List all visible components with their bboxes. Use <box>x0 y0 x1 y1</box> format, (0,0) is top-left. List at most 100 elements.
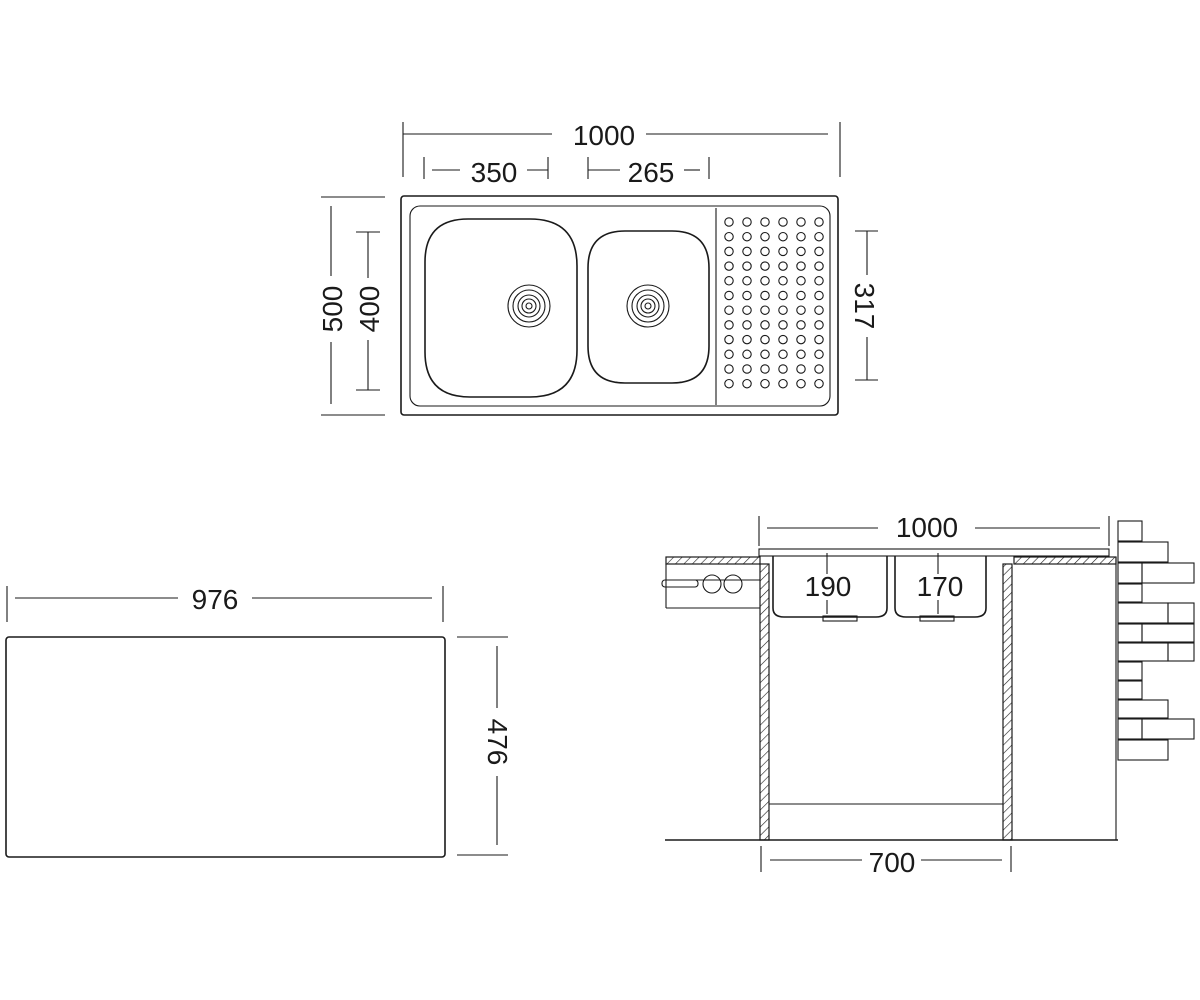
drainer-hole <box>778 231 788 242</box>
cabinet-wall-left <box>759 563 770 841</box>
drainer-hole <box>796 320 806 330</box>
drainer-hole <box>814 276 824 286</box>
drainer-dots <box>724 217 824 389</box>
drainer-hole <box>742 320 752 330</box>
drainer-hole <box>760 378 770 389</box>
drain-small <box>626 284 670 328</box>
drainer-hole <box>724 378 734 389</box>
bowl-large <box>424 218 578 398</box>
drainer-hole <box>724 320 734 330</box>
dim-label: 500 <box>317 286 348 333</box>
drainer-hole <box>814 349 824 360</box>
dim-label: 1000 <box>573 120 635 151</box>
drainer-hole <box>724 364 734 374</box>
dim-label: 400 <box>354 286 385 333</box>
drainer-hole <box>760 334 770 345</box>
drainer-hole <box>742 276 752 286</box>
bowl-small <box>587 230 710 384</box>
drainer-hole <box>724 276 734 286</box>
drainer-hole <box>778 364 788 374</box>
drainer-hole <box>796 231 806 242</box>
drainer-hole <box>778 305 788 315</box>
drainer-hole <box>760 349 770 360</box>
dim-label: 1000 <box>896 512 958 543</box>
dim-cabinet-190: 190 <box>805 553 851 614</box>
dim-label: 976 <box>192 584 239 615</box>
dim-label: 350 <box>471 157 518 188</box>
countertop-left <box>665 556 761 565</box>
knob-icon <box>702 574 722 594</box>
drainer-hole <box>778 217 788 227</box>
dim-label: 317 <box>849 283 880 330</box>
dim-label: 476 <box>482 719 513 766</box>
sink-inner-rim <box>409 205 831 407</box>
drainer-hole <box>814 305 824 315</box>
bowl-section-2 <box>894 556 987 618</box>
bowl-section-1 <box>772 556 888 618</box>
dim-label: 265 <box>628 157 675 188</box>
drainer-hole <box>814 334 824 345</box>
drainer-hole <box>724 217 734 227</box>
dim-top-1000: 1000 <box>402 120 841 177</box>
dim-cabinet-700: 700 <box>760 846 1012 878</box>
sink-flange <box>758 548 1110 557</box>
drainer-hole <box>814 217 824 227</box>
drainer-hole <box>778 290 788 301</box>
drainer-hole <box>778 378 788 389</box>
drainer-hole <box>760 246 770 257</box>
drainer-hole <box>760 276 770 286</box>
drainer-hole <box>814 364 824 374</box>
drainer-hole <box>742 378 752 389</box>
drainer-hole <box>814 231 824 242</box>
sink-top-view: 1000 350 265 500 <box>317 120 880 416</box>
drainer-hole <box>760 261 770 271</box>
dim-cabinet-170: 170 <box>917 553 964 614</box>
drainer-hole <box>724 334 734 345</box>
drainer-hole <box>796 290 806 301</box>
drainer-hole <box>796 305 806 315</box>
cutout-outline <box>5 636 446 858</box>
drainer-hole <box>742 261 752 271</box>
drainer-hole <box>742 246 752 257</box>
drainer-hole <box>778 334 788 345</box>
drainer-hole <box>724 349 734 360</box>
dim-top-317: 317 <box>849 230 880 381</box>
dim-top-500: 500 <box>317 196 385 416</box>
dim-top-265: 265 <box>587 157 710 188</box>
drainer-hole <box>814 261 824 271</box>
drainer-hole <box>778 246 788 257</box>
dim-cutout-width: 976 <box>6 584 444 622</box>
drainer-hole <box>760 231 770 242</box>
drainer-hole <box>724 246 734 257</box>
drainer-hole <box>778 276 788 286</box>
drainer-hole <box>796 378 806 389</box>
cabinet-section: 1000 190 170 700 <box>661 512 1195 878</box>
drainer-hole <box>724 261 734 271</box>
dim-cabinet-1000: 1000 <box>758 512 1110 546</box>
drainer-hole <box>796 261 806 271</box>
brick-wall <box>1117 520 1195 761</box>
drainer-hole <box>814 378 824 389</box>
drainer-hole <box>742 334 752 345</box>
drainer-hole <box>796 276 806 286</box>
drainer-hole <box>742 290 752 301</box>
dim-top-400: 400 <box>354 231 385 391</box>
sink-outline <box>400 195 839 416</box>
drainer-hole <box>724 290 734 301</box>
cabinet-wall-right <box>1002 563 1013 841</box>
drain-outlet-1 <box>822 615 858 622</box>
drainer-hole <box>760 290 770 301</box>
countertop-right <box>1013 556 1117 565</box>
drainer-hole <box>760 320 770 330</box>
drainer-hole <box>796 217 806 227</box>
drainer-hole <box>742 231 752 242</box>
drainer-hole <box>742 364 752 374</box>
drainer-hole <box>724 231 734 242</box>
drainer-hole <box>760 217 770 227</box>
dim-label: 170 <box>917 571 964 602</box>
knob-icon <box>723 574 743 594</box>
cutout-view: 976 476 <box>5 584 513 858</box>
drain-large <box>507 284 551 328</box>
handle-icon <box>661 579 699 588</box>
